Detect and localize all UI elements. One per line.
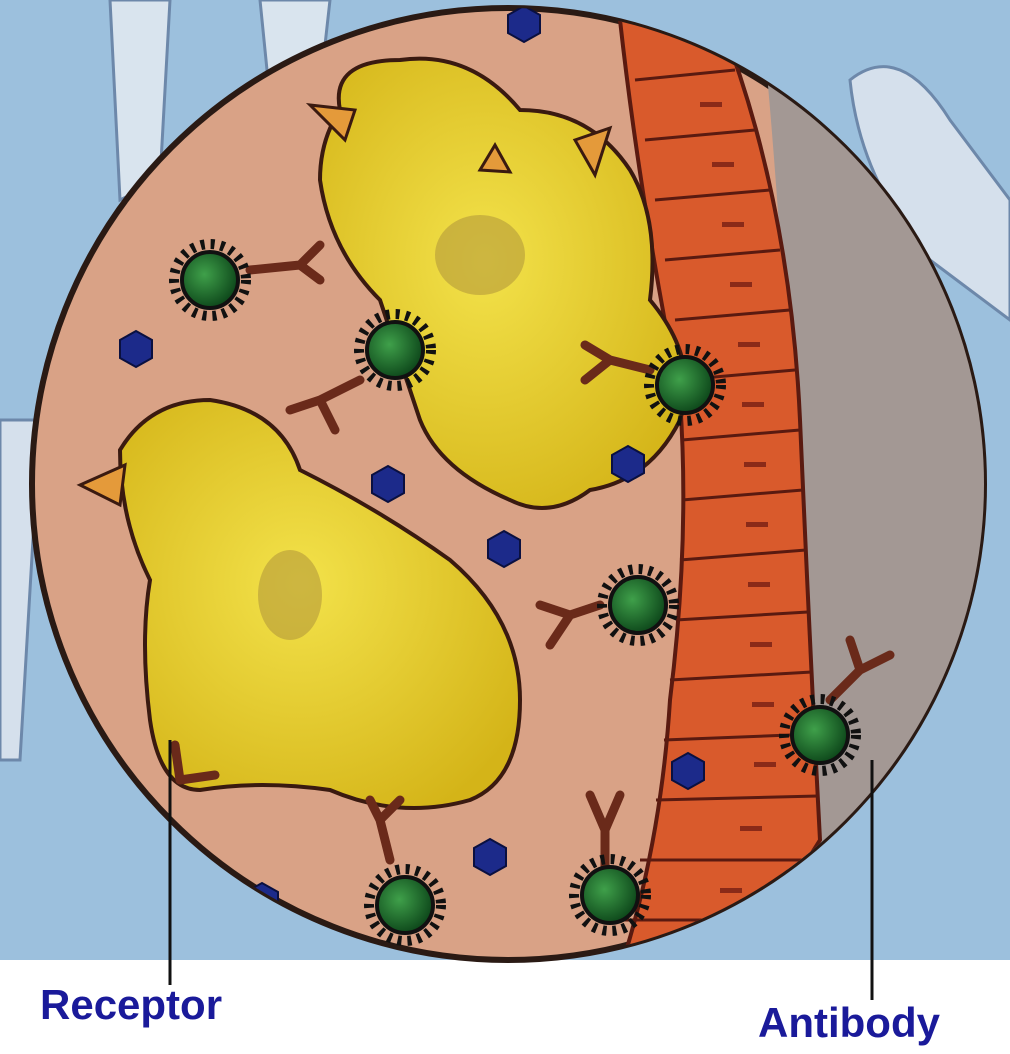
cell-nucleus — [435, 215, 525, 295]
antibody-particle-icon — [488, 531, 520, 567]
cell-nucleus — [258, 550, 322, 640]
antibody-particle-icon — [672, 753, 704, 789]
antibody-particle-icon — [372, 466, 404, 502]
antibody-particle-icon — [508, 6, 540, 42]
antibody-particle-icon — [120, 331, 152, 367]
receptor-label: Receptor — [40, 984, 222, 1026]
antibody-particle-icon — [474, 839, 506, 875]
antibody-particle-icon — [612, 446, 644, 482]
antibody-label: Antibody — [758, 1002, 940, 1044]
